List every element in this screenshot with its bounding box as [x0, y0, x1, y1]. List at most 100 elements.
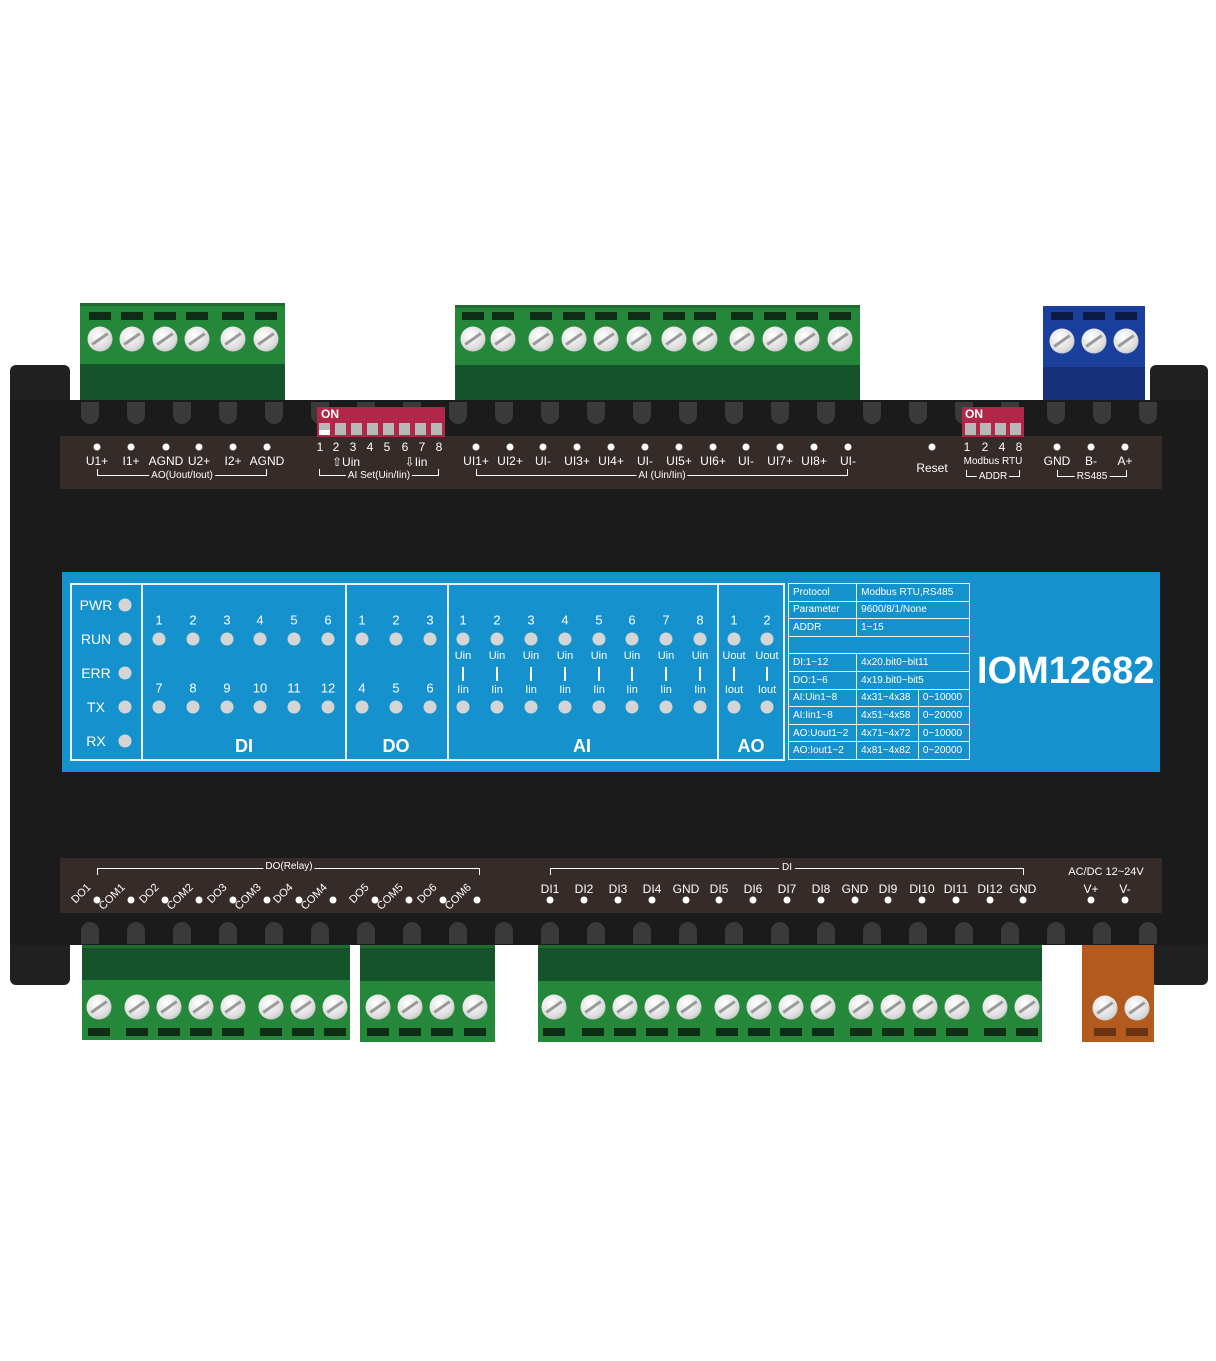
- terminal-screw[interactable]: [290, 994, 316, 1020]
- dip-switch-7[interactable]: [415, 423, 426, 435]
- terminal-screw[interactable]: [322, 994, 348, 1020]
- terminal-screw[interactable]: [827, 326, 853, 352]
- terminal-screw[interactable]: [692, 326, 718, 352]
- terminal-screw[interactable]: [746, 994, 772, 1020]
- terminal-screw[interactable]: [152, 326, 178, 352]
- status-label: TX: [87, 699, 105, 715]
- ai-terminal-dot: [742, 443, 750, 451]
- terminal-screw[interactable]: [397, 994, 423, 1020]
- dip-switch-4[interactable]: [367, 423, 378, 435]
- terminal-screw[interactable]: [848, 994, 874, 1020]
- housing-vent-tab: [587, 922, 605, 944]
- terminal-screw[interactable]: [258, 994, 284, 1020]
- di-number: 1: [155, 612, 163, 628]
- dip-switch-3[interactable]: [995, 423, 1006, 435]
- terminal-screw[interactable]: [778, 994, 804, 1020]
- ai-set-dip-switch[interactable]: ON: [317, 407, 445, 437]
- terminal-screw[interactable]: [220, 326, 246, 352]
- terminal-screw[interactable]: [612, 994, 638, 1020]
- ai-number: 8: [696, 612, 704, 628]
- terminal-screw[interactable]: [429, 994, 455, 1020]
- housing-vent-tab: [909, 402, 927, 424]
- info-cell: 4x31~4x38: [856, 688, 919, 708]
- terminal-screw[interactable]: [944, 994, 970, 1020]
- terminal-screw[interactable]: [593, 326, 619, 352]
- ai-number: 2: [493, 612, 501, 628]
- dip-switch-8[interactable]: [431, 423, 442, 435]
- dip-switch-1[interactable]: [319, 423, 330, 435]
- dip-switch-4[interactable]: [1010, 423, 1021, 435]
- dip-on-label: ON: [965, 407, 983, 421]
- do-terminal-dot: [161, 896, 169, 904]
- terminal-screw[interactable]: [1014, 994, 1040, 1020]
- addr-dip-switch[interactable]: ON: [962, 407, 1024, 437]
- dip-switch-1[interactable]: [965, 423, 976, 435]
- ai-number: 3: [527, 612, 535, 628]
- terminal-screw[interactable]: [156, 994, 182, 1020]
- dip-switch-2[interactable]: [980, 423, 991, 435]
- info-cell: 0~20000: [917, 706, 971, 725]
- terminal-screw[interactable]: [880, 994, 906, 1020]
- dip-switch-3[interactable]: [351, 423, 362, 435]
- ai-label: UI2+: [497, 454, 523, 468]
- do-number: 1: [358, 612, 366, 628]
- dip-switch-5[interactable]: [383, 423, 394, 435]
- terminal-screw[interactable]: [626, 326, 652, 352]
- dip-switch-6[interactable]: [399, 423, 410, 435]
- terminal-screw[interactable]: [762, 326, 788, 352]
- terminal-screw[interactable]: [561, 326, 587, 352]
- terminal-screw[interactable]: [912, 994, 938, 1020]
- terminal-slot: [663, 312, 685, 320]
- rs485-label: GND: [1043, 454, 1071, 468]
- info-cell: 4x19.bit0~bit5: [856, 670, 970, 690]
- terminal-screw[interactable]: [460, 326, 486, 352]
- terminal-screw[interactable]: [220, 994, 246, 1020]
- terminal-slot: [158, 1028, 180, 1036]
- terminal-screw[interactable]: [1049, 328, 1075, 354]
- terminal-slot: [694, 312, 716, 320]
- terminal-screw[interactable]: [528, 326, 554, 352]
- terminal-screw[interactable]: [580, 994, 606, 1020]
- ao-uout-led: [727, 632, 741, 646]
- dip-switch-2[interactable]: [335, 423, 346, 435]
- terminal-screw[interactable]: [1113, 328, 1139, 354]
- ao-group-label: AO(Uout/Iout): [149, 470, 215, 481]
- terminal-screw[interactable]: [490, 326, 516, 352]
- ai-number: 4: [561, 612, 569, 628]
- ao-section: [717, 583, 785, 761]
- ai-uin-led: [693, 632, 707, 646]
- housing-vent-tab: [1047, 402, 1065, 424]
- terminal-screw[interactable]: [729, 326, 755, 352]
- di-led: [186, 700, 200, 714]
- reset-button[interactable]: [928, 443, 936, 451]
- terminal-screw[interactable]: [184, 326, 210, 352]
- terminal-screw[interactable]: [462, 994, 488, 1020]
- di-terminal-dot: [749, 896, 757, 904]
- terminal-screw[interactable]: [1092, 995, 1118, 1021]
- terminal-screw[interactable]: [1124, 995, 1150, 1021]
- terminal-slot: [731, 312, 753, 320]
- terminal-screw[interactable]: [714, 994, 740, 1020]
- terminal-screw[interactable]: [810, 994, 836, 1020]
- terminal-screw[interactable]: [644, 994, 670, 1020]
- di-group-label: DI: [779, 862, 795, 873]
- terminal-screw[interactable]: [676, 994, 702, 1020]
- di-terminal-dot: [580, 896, 588, 904]
- ai-iin-label: Iin: [457, 684, 469, 696]
- terminal-screw[interactable]: [253, 326, 279, 352]
- terminal-screw[interactable]: [794, 326, 820, 352]
- terminal-screw[interactable]: [541, 994, 567, 1020]
- ao-label: U1+: [85, 454, 109, 468]
- terminal-screw[interactable]: [188, 994, 214, 1020]
- ai-iin-led: [625, 700, 639, 714]
- terminal-screw[interactable]: [1081, 328, 1107, 354]
- ao-label: AGND: [249, 454, 285, 468]
- terminal-screw[interactable]: [119, 326, 145, 352]
- terminal-screw[interactable]: [124, 994, 150, 1020]
- terminal-screw[interactable]: [87, 326, 113, 352]
- terminal-screw[interactable]: [86, 994, 112, 1020]
- terminal-screw[interactable]: [661, 326, 687, 352]
- terminal-screw[interactable]: [982, 994, 1008, 1020]
- terminal-screw[interactable]: [365, 994, 391, 1020]
